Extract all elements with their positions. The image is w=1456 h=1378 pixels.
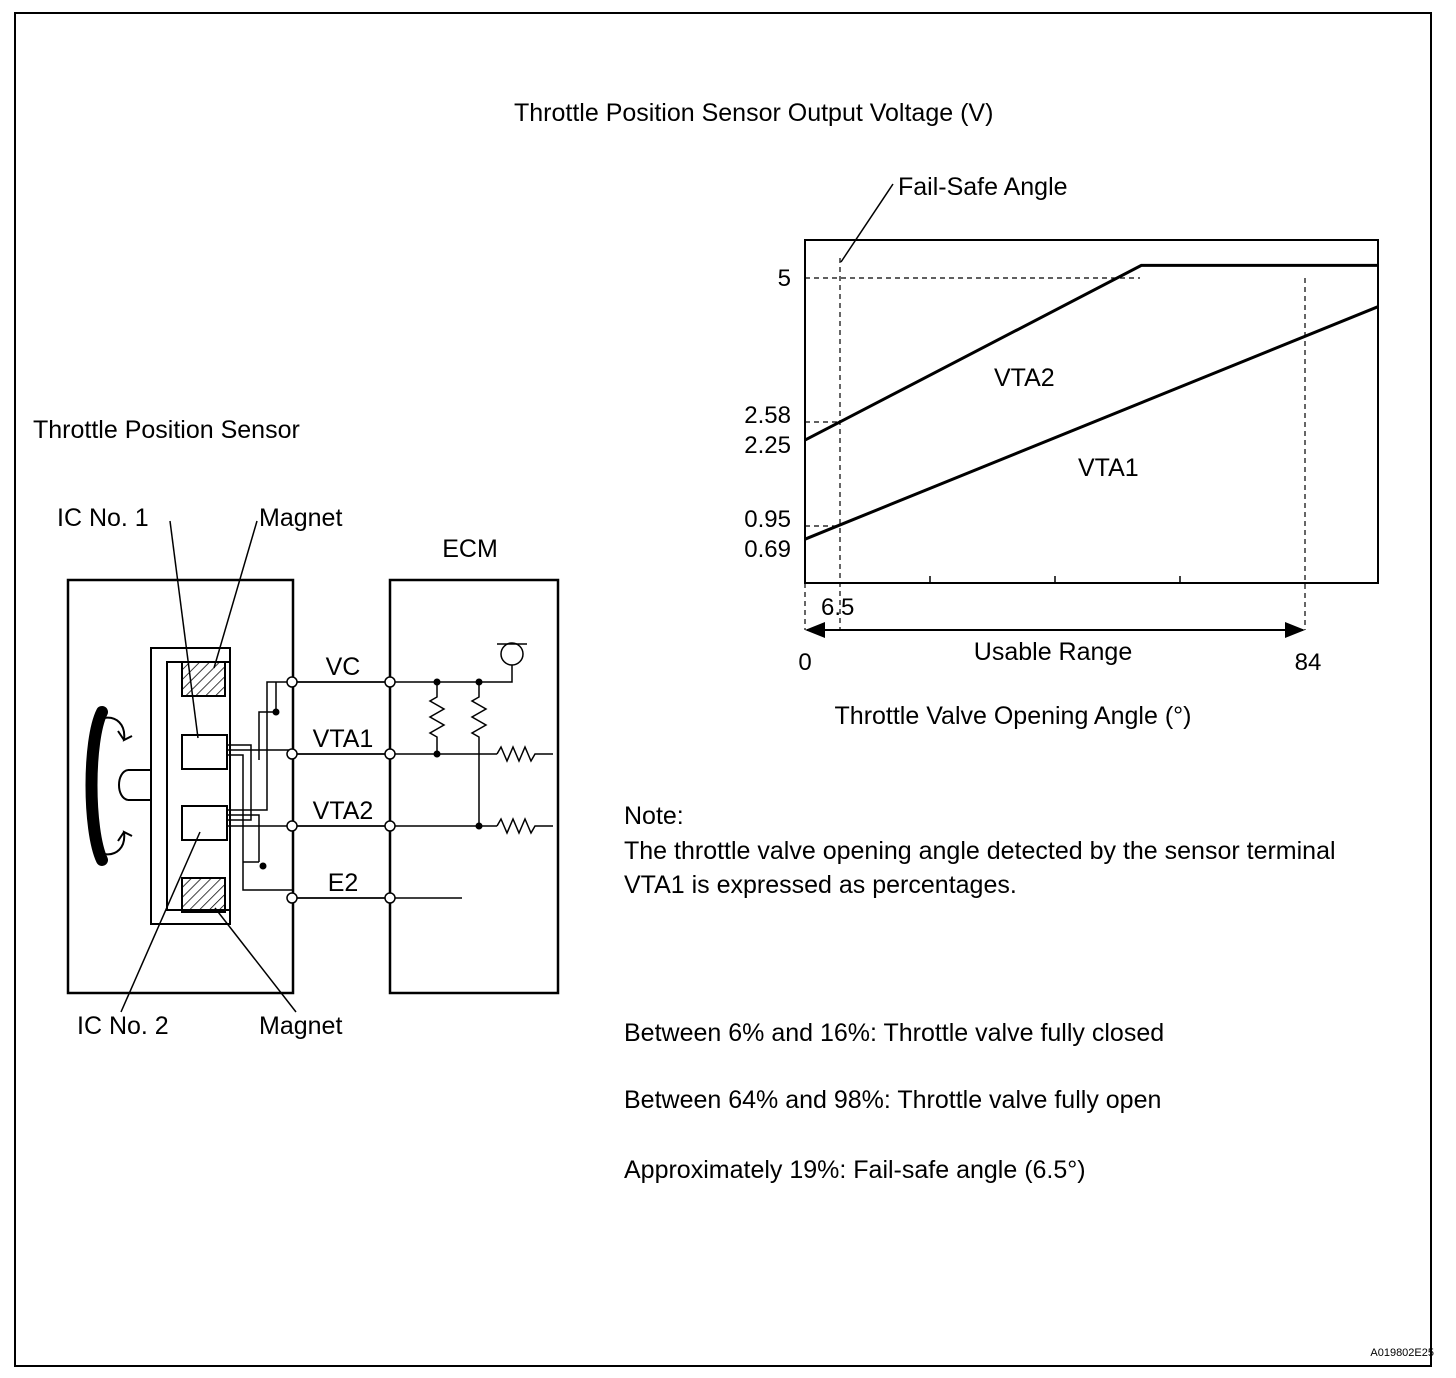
fail-safe-leader — [840, 183, 894, 263]
rotation-arrow-bottom-icon — [103, 830, 133, 856]
ecm-junctions — [433, 678, 483, 830]
sensor-wiring — [227, 681, 292, 891]
terminal-label-e2: E2 — [328, 869, 359, 897]
shaft — [128, 769, 151, 801]
sensor-housing — [66, 578, 295, 995]
note-heading: Note: — [624, 802, 684, 830]
magnet-bottom — [181, 877, 226, 913]
terminal-label-vc: VC — [326, 653, 361, 681]
series-label-vta1: VTA1 — [1078, 454, 1139, 482]
power-supply-icon — [497, 642, 527, 666]
y-tick-label-0-95: 0.95 — [744, 506, 791, 533]
shaft-end — [118, 769, 129, 801]
note-item-open: Between 64% and 98%: Throttle valve full… — [624, 1086, 1162, 1114]
magnet-bottom-label: Magnet — [259, 1012, 342, 1040]
chart-title: Throttle Position Sensor Output Voltage … — [514, 99, 993, 127]
ecm-wiring — [395, 665, 553, 899]
series-label-vta2: VTA2 — [994, 364, 1055, 392]
series-line-vta1 — [804, 305, 1379, 541]
terminal-label-vta2: VTA2 — [313, 797, 374, 825]
plot-frame — [804, 239, 1379, 584]
rotation-band — [85, 706, 108, 866]
x-tick-label-0: 0 — [798, 649, 811, 676]
note-line-1: The throttle valve opening angle detecte… — [624, 837, 1336, 865]
y-tick-label-2-25: 2.25 — [744, 432, 791, 459]
usable-range-label: Usable Range — [974, 638, 1132, 666]
fail-safe-label: Fail-Safe Angle — [898, 173, 1068, 201]
x-axis-label: Throttle Valve Opening Angle (°) — [835, 702, 1192, 730]
x-tick-label-84: 84 — [1295, 649, 1322, 676]
callout-leaders — [120, 520, 297, 1013]
magnet-top-label: Magnet — [259, 504, 342, 532]
sensor-junctions — [259, 708, 280, 870]
note-item-fail-safe: Approximately 19%: Fail-safe angle (6.5°… — [624, 1156, 1086, 1184]
rotation-arrow-top-icon — [103, 716, 133, 742]
sensor-inner-frame-inner — [166, 661, 231, 911]
figure-frame — [14, 12, 1432, 1367]
y-tick-label-0-69: 0.69 — [744, 536, 791, 563]
dashed-guides — [804, 258, 1306, 630]
y-tick-label-5: 5 — [778, 265, 791, 292]
note-line-2: VTA1 is expressed as percentages. — [624, 871, 1017, 899]
y-tick-label-2-58: 2.58 — [744, 402, 791, 429]
ic-no-1 — [181, 734, 228, 770]
vc-internal-branch — [258, 682, 277, 760]
note-item-closed: Between 6% and 16%: Throttle valve fully… — [624, 1019, 1165, 1047]
harness — [292, 681, 390, 899]
ic-no-2 — [181, 805, 228, 841]
x-tick-label-6-5: 6.5 — [821, 594, 854, 621]
ecm-label: ECM — [442, 535, 498, 563]
circuit-diagram: Throttle Position Sensor IC No. 1 Magnet… — [33, 416, 560, 1040]
voltage-chart: Throttle Position Sensor Output Voltage … — [514, 99, 1379, 730]
terminal-label-vta1: VTA1 — [313, 725, 374, 753]
series-line-vta2 — [804, 263, 1378, 442]
terminal-pins — [286, 676, 396, 904]
ic1-label: IC No. 1 — [57, 504, 149, 532]
sensor-title: Throttle Position Sensor — [33, 416, 300, 444]
x-tick-marks — [929, 576, 1181, 583]
ic2-label: IC No. 2 — [77, 1012, 169, 1040]
ecm-box — [388, 578, 560, 995]
figure-code: A019802E25 — [1370, 1347, 1434, 1359]
